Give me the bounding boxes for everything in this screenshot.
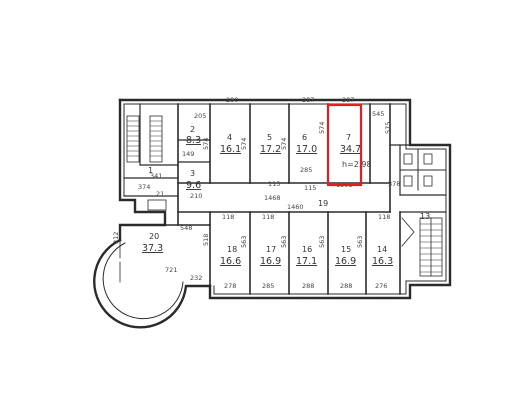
dimension-label: 563 <box>356 236 364 248</box>
room-area: 16.9 <box>335 256 356 267</box>
highlight-box <box>326 103 363 187</box>
dimension-label: 288 <box>302 282 314 290</box>
room-3: 3 9.6 <box>186 169 201 191</box>
east-stairs <box>401 217 443 277</box>
dimension-label: 1468 <box>264 194 281 202</box>
dimension-label: 118 <box>378 213 390 221</box>
dimension-label: 563 <box>318 236 326 248</box>
room-area: 17.0 <box>296 144 317 155</box>
dimension-label: 210 <box>190 192 202 200</box>
dimension-label: 574 <box>202 138 210 150</box>
room-number: 17 <box>266 245 276 254</box>
toilet-fixtures <box>147 153 433 211</box>
dimension-label: 574 <box>280 138 288 150</box>
dimension-label: 374 <box>138 183 150 191</box>
dimension-label: 276 <box>375 282 387 290</box>
dimension-label: 563 <box>280 236 288 248</box>
dimension-label: 1460 <box>287 203 304 211</box>
dimension-label: 285 <box>300 166 312 174</box>
room-number: 5 <box>267 133 272 142</box>
dimension-label: 721 <box>165 266 177 274</box>
room-14: 14 16.3 <box>372 245 393 267</box>
room-area: 37.3 <box>142 243 163 254</box>
dimension-label: 149 <box>182 150 194 158</box>
room-area: 16.3 <box>372 256 393 267</box>
room-2: 2 8.3 <box>186 125 201 146</box>
dimension-label: 288 <box>340 282 352 290</box>
room-4: 4 16.1 <box>220 133 241 155</box>
dimension-label: 285 <box>262 282 274 290</box>
room-20: 20 37.3 <box>142 232 163 254</box>
dimension-label: 548 <box>180 224 192 232</box>
dimension-label: 518 <box>202 234 210 246</box>
dimension-label: 280 <box>226 96 238 104</box>
room-number: 7 <box>346 133 351 142</box>
dimension-label: 545 <box>372 110 384 118</box>
room-number: 21 <box>156 190 164 198</box>
dimension-label: 574 <box>240 138 248 150</box>
room-19: 19 <box>318 199 328 208</box>
ceiling-height: h=2.98 <box>342 160 372 169</box>
room-15: 15 16.9 <box>335 245 356 267</box>
room-number: 1 <box>148 166 153 175</box>
room-number: 2 <box>190 125 195 134</box>
room-number: 6 <box>302 133 307 142</box>
room-area: 16.6 <box>220 256 241 267</box>
dimension-label: 563 <box>240 236 248 248</box>
dimension-label: 378 <box>388 180 400 188</box>
room-6: 6 17.0 <box>296 133 317 155</box>
room-number: 14 <box>377 245 387 254</box>
dimension-label: 232 <box>190 274 202 282</box>
room-18: 18 16.6 <box>220 245 241 267</box>
room-number: 18 <box>227 245 237 254</box>
dimension-labels: 205 280 287 287 545 278 285 288 288 276 … <box>112 96 400 290</box>
dimension-label: 574 <box>318 122 326 134</box>
room-number: 16 <box>302 245 312 254</box>
room-area: 17.2 <box>260 144 281 155</box>
room-number: 4 <box>227 133 232 142</box>
west-stairs <box>126 115 163 163</box>
room-1: 1 <box>148 166 153 175</box>
dimension-label: 278 <box>224 282 236 290</box>
room-5: 5 17.2 <box>260 133 281 155</box>
dimension-label: 287 <box>302 96 314 104</box>
room-7: 7 34.7 h=2.98 <box>340 133 372 169</box>
dimension-label: 205 <box>194 112 206 120</box>
room-17: 17 16.9 <box>260 245 281 267</box>
dimension-label: 115 <box>268 180 280 188</box>
dimension-label: 118 <box>222 213 234 221</box>
room-number: 20 <box>149 232 159 241</box>
room-area: 9.6 <box>186 180 201 191</box>
room-13: 13 <box>420 212 430 221</box>
room-area: 16.1 <box>220 144 241 155</box>
room-area: 34.7 <box>340 144 361 155</box>
room-area: 17.1 <box>296 256 317 267</box>
room-number: 19 <box>318 199 328 208</box>
room-number: 13 <box>420 212 430 221</box>
room-labels: 1 2 8.3 3 9.6 4 16.1 5 17.2 6 17.0 7 34.… <box>142 125 430 267</box>
dimension-label: 118 <box>262 213 274 221</box>
room-number: 15 <box>341 245 351 254</box>
room-area: 8.3 <box>186 135 201 146</box>
room-16: 16 17.1 <box>296 245 317 267</box>
dimension-label: 575 <box>384 122 392 134</box>
dimension-label: 115 <box>304 184 316 192</box>
dimension-label: 212 <box>112 232 120 244</box>
windows <box>218 99 396 299</box>
room-21: 21 <box>156 190 164 198</box>
room-area: 16.9 <box>260 256 281 267</box>
dimension-label: 341 <box>150 172 162 180</box>
dimension-label: 287 <box>342 96 354 104</box>
room-number: 3 <box>190 169 195 178</box>
